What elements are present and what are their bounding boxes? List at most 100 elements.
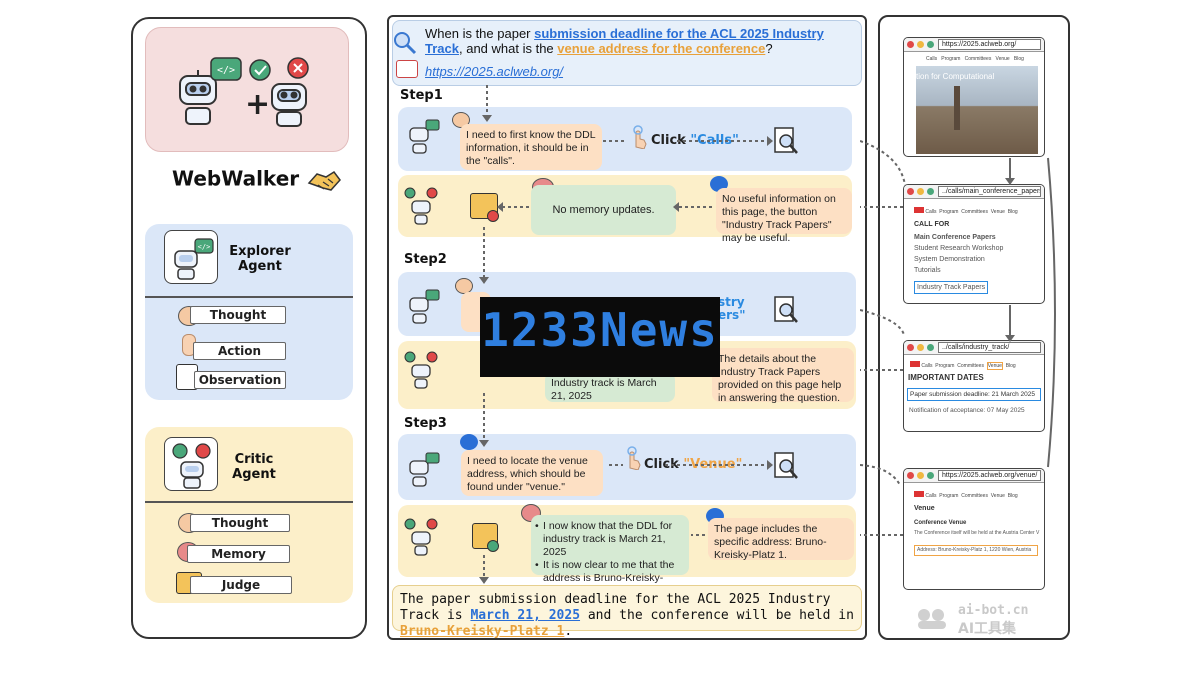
- call-item[interactable]: System Demonstration: [914, 256, 985, 263]
- browser-toolbar: ../calls/main_conference_papers/: [904, 185, 1044, 199]
- venue-heading: Venue: [914, 505, 935, 512]
- step2-action-partial: stry ers": [718, 295, 746, 322]
- nav-program[interactable]: Program: [939, 209, 959, 215]
- conference-venue-subheading: Conference Venue: [914, 520, 967, 526]
- check-icon: [249, 59, 271, 81]
- nav-venue[interactable]: Venue: [990, 209, 1005, 215]
- step3-observation: The page includes the specific address: …: [708, 518, 854, 561]
- observation-doc-icon: [774, 296, 798, 324]
- code-bubble-icon: </>: [210, 57, 242, 81]
- step2-label: Step2: [404, 252, 447, 267]
- critic-robot-icon: [404, 351, 440, 391]
- explorer-thought-pill: Thought: [190, 306, 286, 324]
- address-bar[interactable]: ../calls/main_conference_papers/: [938, 186, 1041, 197]
- nav-committees[interactable]: Committees: [964, 56, 992, 62]
- acl-logo-icon: [910, 361, 920, 367]
- step3-thought: I need to locate the venue address, whic…: [461, 450, 603, 496]
- maximize-dot-icon: [927, 41, 934, 48]
- robot-icon: [271, 83, 307, 127]
- venue-description: The Conference itself will be held at th…: [914, 530, 1040, 536]
- browser-toolbar: https://2025.aclweb.org/venue/: [904, 469, 1044, 483]
- venue-highlight: venue address for the conference: [557, 41, 766, 56]
- webpage-icon: [396, 60, 418, 78]
- final-answer-box: [392, 585, 862, 631]
- nav-calls[interactable]: Calls: [921, 363, 933, 369]
- corner-watermark-domain: ai-bot.cn: [958, 603, 1029, 618]
- minimize-dot-icon: [917, 472, 924, 479]
- nav-committees[interactable]: Committees: [961, 493, 988, 499]
- nav-program[interactable]: Program: [941, 56, 961, 62]
- hand-click-icon: [630, 125, 648, 150]
- answer-date-highlight: March 21, 2025: [470, 608, 581, 623]
- nav-committees[interactable]: Committees: [961, 209, 988, 215]
- industry-track-link[interactable]: Industry Track Papers: [914, 281, 989, 294]
- hand-click-icon: [624, 446, 642, 471]
- call-item[interactable]: Student Research Workshop: [914, 245, 1004, 252]
- deadline-highlight: submission deadline for the ACL 2025 Ind…: [425, 26, 824, 56]
- site-nav: Calls Program Committees Venue Blog: [904, 355, 1044, 370]
- cathedral-spire: [954, 86, 960, 130]
- critic-judge-pill: Judge: [190, 576, 292, 594]
- search-question-icon: [392, 30, 418, 56]
- step1-thought: I need to first know the DDL information…: [460, 124, 602, 170]
- nav-venue[interactable]: Venue: [986, 362, 1003, 370]
- maximize-dot-icon: [927, 188, 934, 195]
- observation-doc-icon: [774, 127, 798, 155]
- close-dot-icon: [907, 188, 914, 195]
- address-bar[interactable]: ../calls/industry_track/: [938, 342, 1041, 353]
- observation-doc-icon: [774, 452, 798, 480]
- browser-window-industry-track: ../calls/industry_track/ Calls Program C…: [903, 340, 1045, 432]
- divider: [145, 296, 353, 298]
- notification-line: Notification of acceptance: 07 May 2025: [909, 407, 1025, 414]
- step2-memory: Industry track is March 21, 2025: [545, 372, 675, 402]
- nav-calls[interactable]: Calls: [925, 209, 937, 215]
- svg-text:</>: </>: [217, 65, 235, 76]
- nav-venue[interactable]: Venue: [995, 56, 1010, 62]
- start-url-link[interactable]: https://2025.aclweb.org/: [425, 64, 564, 79]
- call-list: Main Conference Papers Student Research …: [904, 232, 1044, 294]
- nav-blog[interactable]: Blog: [1013, 56, 1024, 62]
- watermark-box: [480, 297, 720, 377]
- close-dot-icon: [907, 472, 914, 479]
- call-item[interactable]: Tutorials: [914, 267, 941, 274]
- browser-toolbar: ../calls/industry_track/: [904, 341, 1044, 355]
- thought-icon: [460, 434, 478, 450]
- submission-deadline-line: Paper submission deadline: 21 March 2025: [907, 388, 1041, 401]
- nav-program[interactable]: Program: [939, 493, 959, 499]
- question-text: When is the paper submission deadline fo…: [425, 26, 824, 56]
- browser-window-home: https://2025.aclweb.org/ Calls Program C…: [903, 37, 1045, 157]
- banner-text: tion for Computational: [916, 72, 995, 81]
- minimize-dot-icon: [917, 41, 924, 48]
- nav-calls[interactable]: Calls: [926, 56, 938, 62]
- acl-logo-icon: [914, 207, 924, 213]
- robots-illustration: </> +: [179, 57, 309, 127]
- cross-icon: [487, 210, 499, 222]
- nav-venue[interactable]: Venue: [990, 493, 1005, 499]
- nav-program[interactable]: Program: [935, 363, 955, 369]
- nav-blog[interactable]: Blog: [1005, 363, 1016, 369]
- explorer-observation-pill: Observation: [194, 371, 286, 389]
- site-nav: Calls Program Committees Venue Blog: [904, 52, 1044, 62]
- close-dot-icon: [907, 344, 914, 351]
- explorer-action-pill: Action: [193, 342, 286, 360]
- step1-memory: No memory updates.: [531, 185, 676, 235]
- call-item[interactable]: Main Conference Papers: [914, 234, 996, 241]
- nav-blog[interactable]: Blog: [1007, 209, 1018, 215]
- nav-committees[interactable]: Committees: [957, 363, 984, 369]
- step3-memory: •I now know that the DDL for industry tr…: [531, 515, 689, 597]
- nav-calls[interactable]: Calls: [925, 493, 937, 499]
- site-nav: Calls Program Committees Venue Blog: [904, 483, 1044, 499]
- memory-bullet: •I now know that the DDL for industry tr…: [535, 520, 673, 558]
- handshake-icon: [307, 170, 342, 191]
- robot-icon: [179, 70, 217, 125]
- nav-blog[interactable]: Blog: [1007, 493, 1018, 499]
- browser-window-venue: https://2025.aclweb.org/venue/ Calls Pro…: [903, 468, 1045, 590]
- acl-logo-icon: [914, 491, 924, 497]
- address-bar[interactable]: https://2025.aclweb.org/venue/: [938, 470, 1041, 481]
- address-bar[interactable]: https://2025.aclweb.org/: [938, 39, 1041, 50]
- page-transition-arrows: [860, 140, 1056, 536]
- divider: [145, 501, 353, 503]
- corner-watermark-name: AI工具集: [958, 621, 1017, 637]
- webwalker-logo: </> +: [145, 27, 349, 152]
